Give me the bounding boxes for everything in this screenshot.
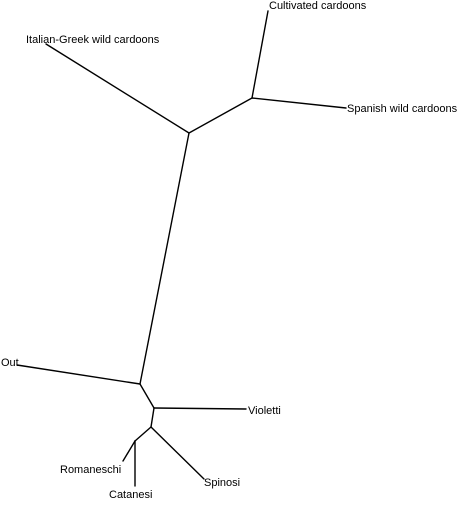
- taxon-label-catanesi: Catanesi: [109, 489, 152, 501]
- branch-root-out: [16, 364, 141, 385]
- branch-cult-node-violetti: [153, 407, 247, 410]
- branch-cs-node-spanish: [251, 97, 347, 109]
- branch-root-wild-node: [139, 132, 190, 385]
- taxon-label-cultivated: Cultivated cardoons: [269, 0, 367, 12]
- taxon-label-spinosi: Spinosi: [204, 477, 240, 489]
- branch-inner-node-spinosi: [150, 426, 205, 480]
- taxon-label-spanish: Spanish wild cardoons: [347, 103, 458, 115]
- branch-wild-node-cs-node: [188, 97, 253, 134]
- taxon-label-out: Out: [1, 357, 19, 369]
- branch-cs-node-cultivated: [251, 10, 269, 99]
- branch-root-cult-node: [139, 383, 155, 409]
- taxon-label-romaneschi: Romaneschi: [60, 464, 121, 476]
- branch-inner-node-rc-node: [134, 426, 152, 442]
- taxon-label-italian-greek: Italian-Greek wild cardoons: [26, 34, 160, 46]
- taxon-label-violetti: Violetti: [248, 405, 281, 417]
- branch-wild-node-italian-greek: [45, 43, 190, 134]
- branch-cult-node-inner-node: [150, 407, 155, 428]
- branch-rc-node-romaneschi: [122, 440, 136, 462]
